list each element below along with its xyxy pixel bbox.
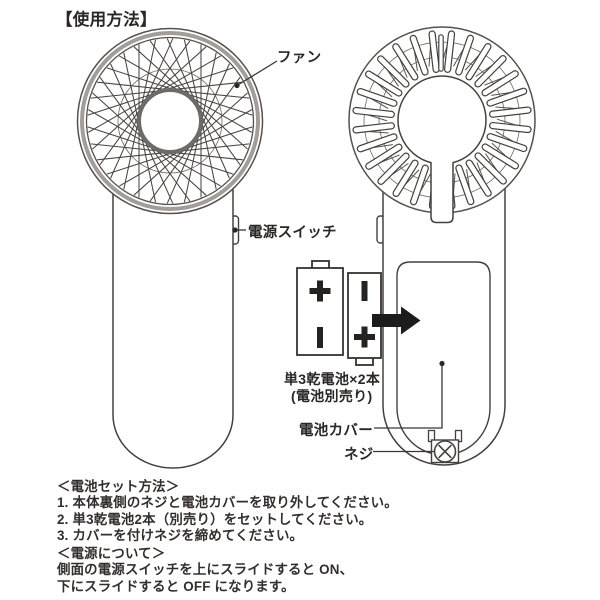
- battery-sold-separately-label: (電池別売り): [291, 388, 373, 404]
- battery-set-step-1: 1. 本体裏側のネジと電池カバーを取り外してください。: [57, 495, 398, 511]
- battery-1-plus-symbol-v: [317, 280, 323, 302]
- front-fan-rim-ring: [80, 31, 260, 211]
- battery-polarity-symbols: [309, 280, 375, 348]
- battery-set-heading: ＜電池セット方法＞: [57, 479, 180, 494]
- battery-set-instructions: ＜電池セット方法＞ 1. 本体裏側のネジと電池カバーを取り外してください。 2.…: [57, 479, 398, 545]
- cover-leader-line: [374, 363, 443, 429]
- battery-type-label: 単3乾電池×2本: [284, 371, 381, 387]
- insert-direction-arrow-icon: [372, 306, 421, 335]
- front-fan-hub: [137, 88, 203, 154]
- page-title: 【使用方法】: [56, 11, 157, 29]
- battery-1-minus-symbol: [317, 327, 323, 348]
- front-body: [112, 187, 234, 469]
- battery-set-step-3: 3. カバーを付けネジを締めてください。: [57, 528, 304, 544]
- fan-leader-line: [236, 60, 278, 87]
- fan-label: ファン: [277, 50, 322, 66]
- switch-leader-dot: [232, 227, 238, 233]
- power-heading: ＜電源について＞: [57, 546, 166, 561]
- screw-label: ネジ: [344, 447, 374, 463]
- battery-cover-label: 電池カバー: [299, 423, 373, 439]
- fan-leader-dot: [234, 82, 240, 89]
- battery-2-plus-symbol-v: [361, 326, 368, 348]
- back-view-fan-illustration: [348, 26, 536, 466]
- power-line-1: 側面の電源スイッチを上にスライドすると ON、: [57, 562, 354, 578]
- power-instructions: ＜電源について＞ 側面の電源スイッチを上にスライドすると ON、 下にスライドす…: [57, 546, 353, 595]
- front-view-fan-illustration: [76, 27, 264, 469]
- screw-cross-2: [438, 444, 452, 459]
- cover-leader-dot: [439, 360, 445, 367]
- battery-illustration: [296, 260, 382, 366]
- back-body: [382, 188, 506, 466]
- front-fan-grille-spokes: [87, 38, 253, 204]
- battery-2-minus-symbol: [361, 281, 368, 301]
- leader-dots: [232, 82, 445, 367]
- battery-set-step-2: 2. 単3乾電池2本（別売り）をセットしてください。: [57, 511, 373, 527]
- power-line-2: 下にスライドすると OFF になります。: [57, 578, 295, 594]
- motor-housing-keyhole: [397, 75, 487, 224]
- battery-cover: [396, 261, 491, 456]
- power-switch-label: 電源スイッチ: [248, 225, 337, 241]
